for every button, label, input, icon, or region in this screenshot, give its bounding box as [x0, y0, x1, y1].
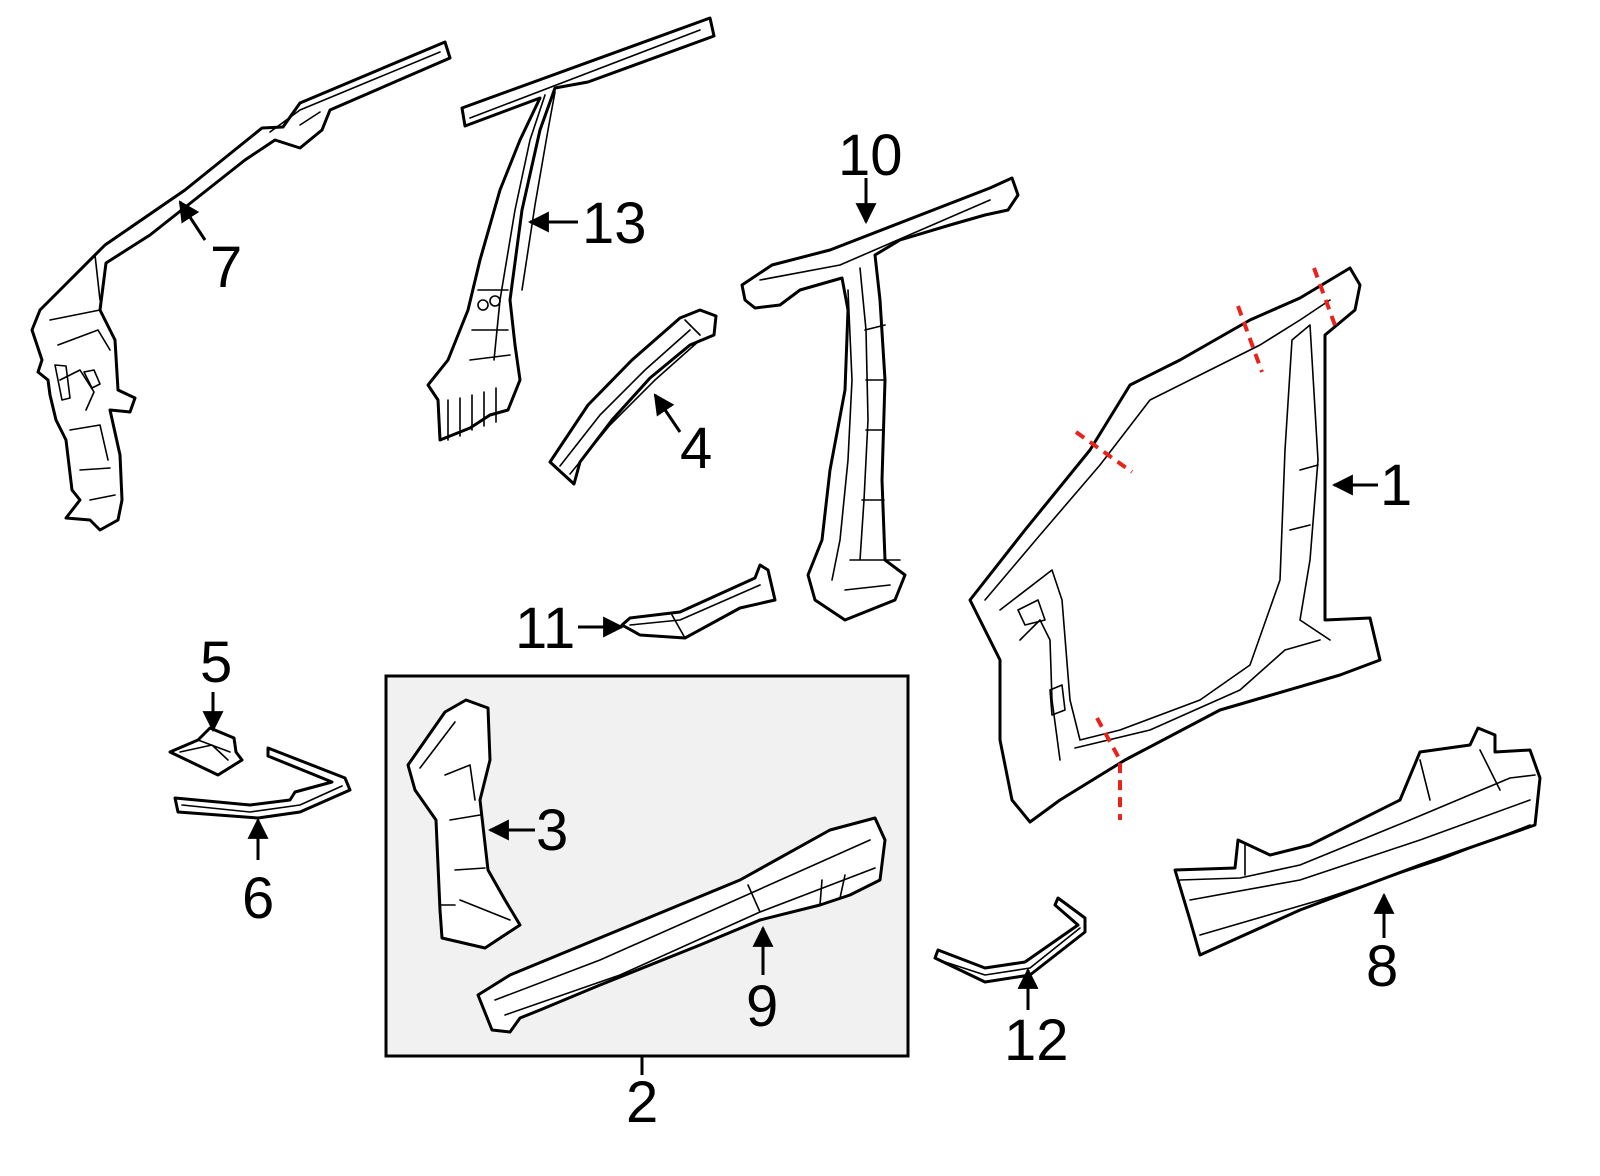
part-4-roof-rail-reinforcement[interactable]: [548, 308, 718, 486]
part-8-rocker-panel[interactable]: [1173, 726, 1542, 957]
callout-5: 5: [200, 630, 232, 695]
part-5-clip[interactable]: [168, 726, 244, 777]
part-13-b-pillar-reinforcement[interactable]: [426, 16, 716, 442]
callout-7: 7: [210, 235, 242, 300]
part-10-b-pillar-outer[interactable]: [740, 176, 1020, 622]
part-3-reinforcement[interactable]: [406, 698, 522, 950]
callout-2: 2: [626, 1070, 658, 1135]
callout-10: 10: [838, 123, 903, 188]
part-12-seal[interactable]: [933, 896, 1087, 984]
callout-6: 6: [242, 866, 274, 931]
callout-13: 13: [582, 191, 647, 256]
cut-line-markers: [1074, 267, 1338, 820]
callout-9: 9: [746, 974, 778, 1039]
part-9-side-sill-inner[interactable]: [476, 816, 887, 1034]
part-7-a-pillar-inner[interactable]: [30, 40, 452, 532]
leader-lines: [178, 178, 1395, 1075]
callout-3: 3: [536, 798, 568, 863]
callout-11: 11: [515, 596, 575, 661]
callout-8: 8: [1366, 934, 1398, 999]
callout-12: 12: [1004, 1008, 1069, 1073]
part-11-bracket[interactable]: [620, 563, 777, 640]
callout-labels: 7 13 4 10 1 11 5 6 3 9 12 8 2: [200, 123, 1412, 1135]
part-1-body-side-outer[interactable]: [968, 266, 1382, 824]
callout-1: 1: [1380, 453, 1412, 518]
callout-4: 4: [680, 416, 712, 481]
